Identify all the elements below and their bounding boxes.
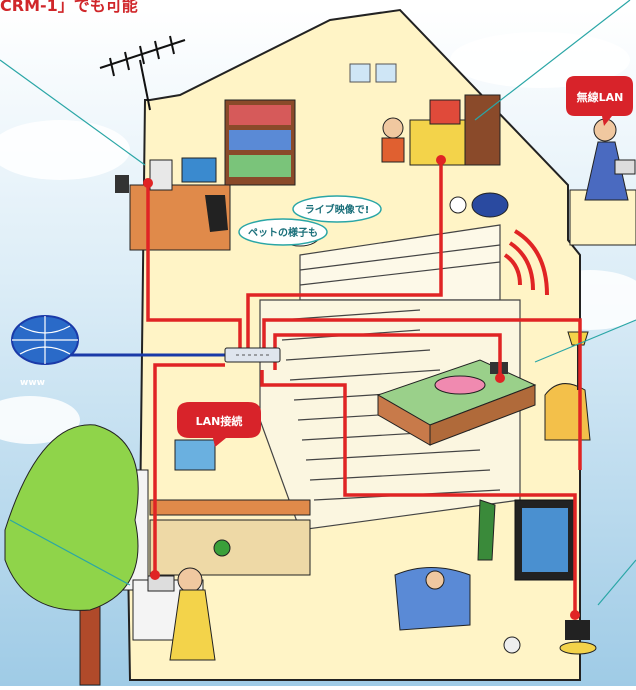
pc-tower-icon: [149, 159, 173, 191]
armchair-icon: [544, 383, 591, 441]
live-video-bubble: ライブ映像で!: [292, 195, 382, 223]
leader-lines: [0, 0, 636, 606]
page-title: CRM-1」でも可能: [0, 0, 138, 15]
monitor-icon: [181, 157, 217, 183]
tree: [4, 424, 139, 686]
soccer-ball-icon: [449, 196, 467, 214]
side-table-icon: [559, 641, 597, 655]
wireless-lan-label: 無線LAN: [577, 90, 624, 104]
camera-unit-icon: [115, 175, 129, 193]
bag-icon: [471, 192, 509, 218]
pet-status-label: ペットの様子も: [248, 226, 318, 239]
living-room: [394, 499, 597, 655]
kitchen-window: [174, 439, 216, 471]
camera-unit-icon: [429, 99, 461, 125]
lan-connection-label: LAN接続: [196, 414, 243, 428]
upstairs-study: [381, 94, 509, 218]
clouds: [0, 32, 636, 444]
vegetables-icon: [213, 539, 231, 557]
network-hub-icon: [224, 347, 281, 363]
camera-unit-icon: [565, 620, 590, 640]
lan-connection-badge: LAN接続: [177, 402, 261, 447]
wireless-waves-icon: [503, 229, 549, 296]
www-label: www: [20, 378, 45, 388]
balcony-woman: [569, 118, 636, 246]
office-chair-icon: [205, 195, 228, 232]
sofa-icon: [394, 567, 471, 631]
globe-icon: [11, 315, 79, 365]
cable-endpoints: [143, 155, 580, 620]
lan-cable: [146, 160, 582, 615]
cat-icon: [503, 636, 521, 654]
tv-antenna-icon: [99, 35, 186, 111]
attic-windows: [349, 63, 397, 83]
wireless-lan-badge: 無線LAN: [566, 76, 633, 126]
plant-icon: [477, 499, 496, 561]
pet-status-bubble: ペットの様子も: [238, 218, 328, 246]
laptop-icon: [614, 159, 636, 175]
bookshelf: [224, 99, 296, 186]
live-video-label: ライブ映像で!: [305, 203, 370, 216]
